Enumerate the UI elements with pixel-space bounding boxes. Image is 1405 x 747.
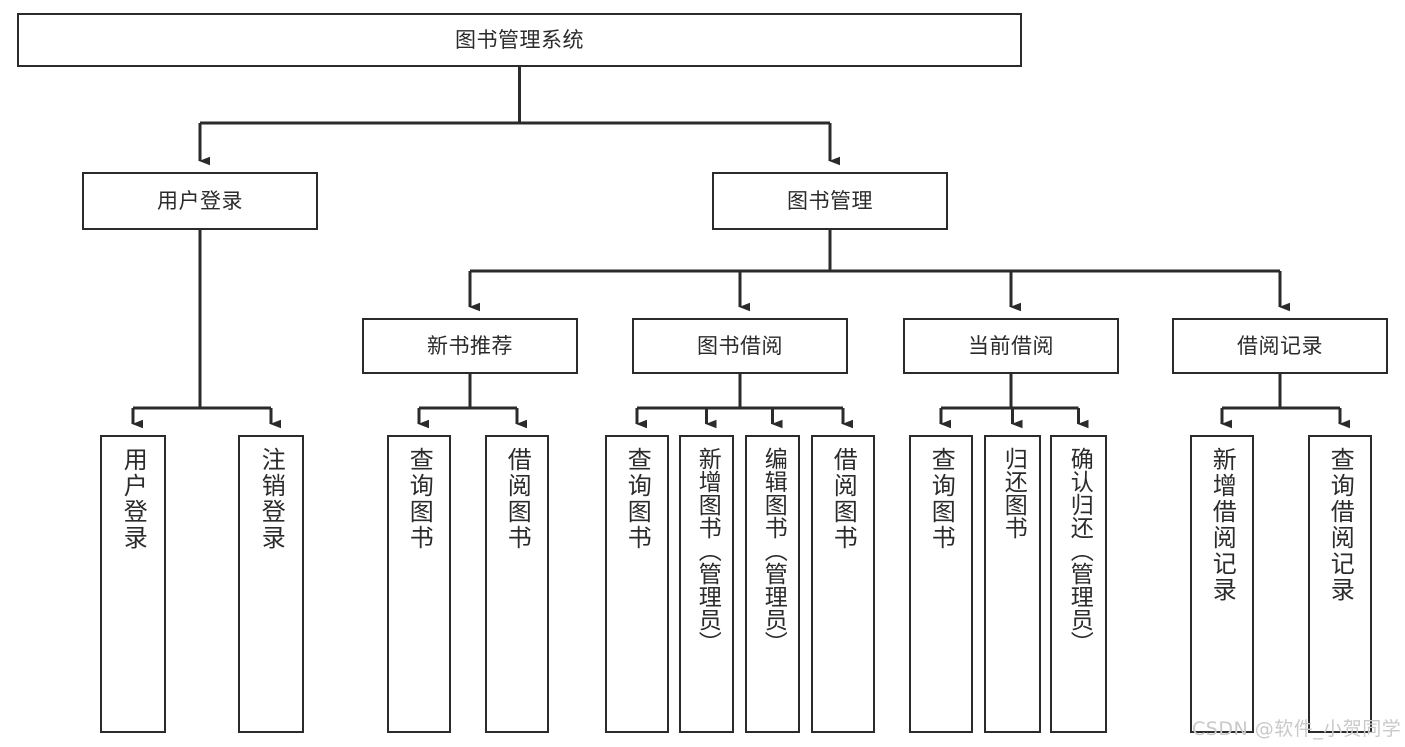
- node-root[interactable]: 图书管理系统: [17, 13, 1022, 67]
- node-label: 当前借阅: [968, 333, 1054, 358]
- node-new-book-rec[interactable]: 新书推荐: [362, 318, 578, 374]
- node-leaf-user-login[interactable]: 用户登录: [100, 435, 166, 733]
- node-leaf-rec-borrow[interactable]: 借阅图书: [485, 435, 549, 733]
- node-book-manage[interactable]: 图书管理: [712, 172, 948, 230]
- node-label: 查询图书: [405, 447, 434, 551]
- node-leaf-cb-return[interactable]: 归还图书: [984, 435, 1041, 733]
- node-label: 查询图书: [623, 447, 652, 551]
- node-leaf-bb-edit[interactable]: 编辑图书（管理员）: [745, 435, 800, 733]
- node-label: 借阅图书: [503, 447, 532, 551]
- node-label: 图书管理: [787, 188, 873, 213]
- node-label: 用户登录: [119, 447, 148, 551]
- node-label: 查询图书: [927, 447, 956, 551]
- node-label: 用户登录: [157, 188, 243, 213]
- node-leaf-br-query[interactable]: 查询借阅记录: [1308, 435, 1372, 733]
- node-label: 查询借阅记录: [1326, 447, 1355, 603]
- node-borrow-record[interactable]: 借阅记录: [1172, 318, 1388, 374]
- node-leaf-bb-query[interactable]: 查询图书: [605, 435, 669, 733]
- node-leaf-br-add[interactable]: 新增借阅记录: [1190, 435, 1254, 733]
- node-leaf-bb-add[interactable]: 新增图书（管理员）: [679, 435, 734, 733]
- node-leaf-bb-borrow[interactable]: 借阅图书: [811, 435, 875, 733]
- node-leaf-logout[interactable]: 注销登录: [238, 435, 304, 733]
- node-user-login[interactable]: 用户登录: [82, 172, 318, 230]
- node-label: 编辑图书（管理员）: [760, 447, 787, 654]
- node-label: 归还图书: [1000, 447, 1027, 539]
- node-leaf-cb-confirm[interactable]: 确认归还（管理员）: [1050, 435, 1107, 733]
- node-leaf-rec-query[interactable]: 查询图书: [387, 435, 451, 733]
- csdn-watermark: CSDN @软件_小贺同学: [1192, 718, 1402, 740]
- node-label: 图书管理系统: [455, 27, 584, 52]
- node-label: 借阅记录: [1237, 333, 1323, 358]
- node-label: 确认归还（管理员）: [1066, 447, 1093, 654]
- node-label: 借阅图书: [829, 447, 858, 551]
- node-current-borrow[interactable]: 当前借阅: [903, 318, 1119, 374]
- node-book-borrow[interactable]: 图书借阅: [632, 318, 848, 374]
- node-leaf-cb-query[interactable]: 查询图书: [909, 435, 973, 733]
- node-label: 新增借阅记录: [1208, 447, 1237, 603]
- node-label: 新增图书（管理员）: [694, 447, 721, 654]
- node-label: 注销登录: [257, 447, 286, 551]
- node-label: 新书推荐: [427, 333, 513, 358]
- node-label: 图书借阅: [697, 333, 783, 358]
